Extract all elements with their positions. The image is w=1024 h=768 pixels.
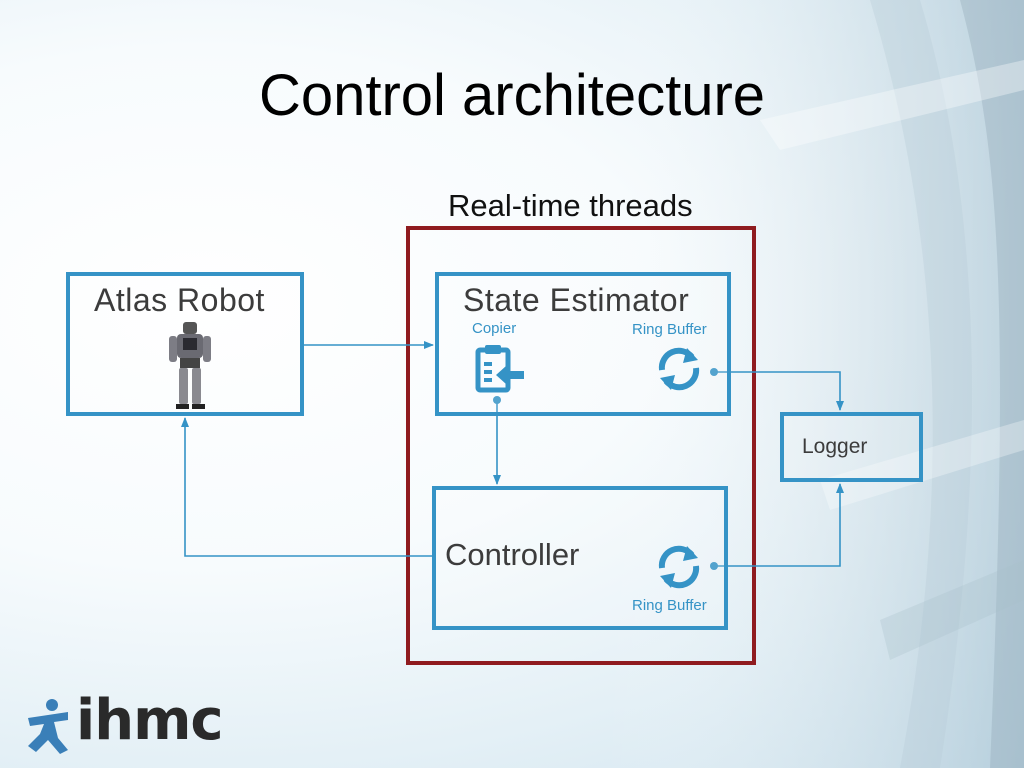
- ihmc-runner-logo: [28, 699, 68, 754]
- state-ring-buffer-label: Ring Buffer: [632, 321, 707, 338]
- robot-image: [169, 322, 211, 409]
- ring-buffer-icon: [658, 347, 700, 391]
- realtime-threads-label: Real-time threads: [448, 188, 693, 223]
- ihmc-logo-text: ihmc: [76, 688, 224, 753]
- controller-label: Controller: [445, 537, 580, 572]
- slide-title: Control architecture: [258, 63, 766, 128]
- logger-label: Logger: [802, 435, 868, 458]
- ring-buffer-icon: [658, 545, 700, 589]
- controller-box: [432, 486, 728, 630]
- logger-box: [780, 412, 923, 482]
- state-estimator-label: State Estimator: [463, 282, 690, 318]
- copier-label: Copier: [472, 320, 517, 337]
- atlas-robot-label: Atlas Robot: [94, 282, 265, 318]
- controller-ring-buffer-label: Ring Buffer: [632, 597, 707, 614]
- copier-icon: [475, 345, 524, 393]
